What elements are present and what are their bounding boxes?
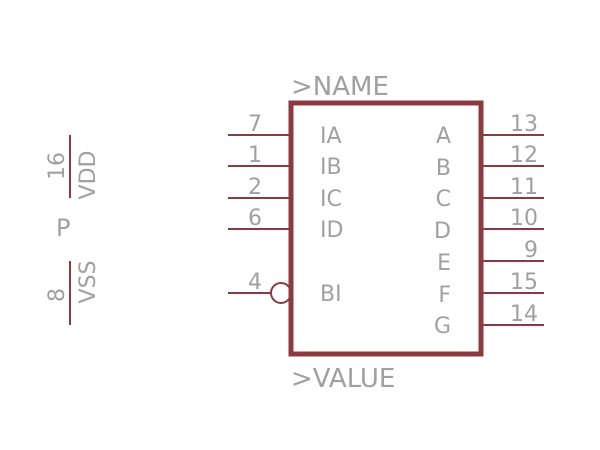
vdd-pin-label: VDD — [76, 151, 101, 200]
input-pin-label: IB — [320, 155, 342, 180]
output-pin-g: 14 G — [434, 302, 544, 339]
input-pin-number: 4 — [248, 270, 262, 295]
output-pin-number: 10 — [510, 206, 538, 231]
input-pin-number: 7 — [248, 112, 262, 137]
output-pin-label: F — [438, 283, 451, 308]
input-pin-bi: 4 BI — [228, 270, 342, 307]
input-pin-label: IA — [320, 124, 342, 149]
output-pin-number: 14 — [510, 302, 538, 327]
output-pin-number: 12 — [510, 143, 538, 168]
input-pin-number: 1 — [248, 143, 262, 168]
input-pin-id: 6 ID — [228, 206, 343, 243]
symbol-name-label: >NAME — [291, 72, 389, 102]
input-pins: 7 IA 1 IB 2 IC 6 ID 4 BI — [228, 112, 343, 307]
output-pin-label: E — [437, 251, 451, 276]
input-pin-ib: 1 IB — [228, 143, 342, 180]
input-pin-number: 6 — [248, 206, 262, 231]
output-pin-e: 9E — [437, 238, 544, 276]
output-pin-d: 10D — [434, 206, 544, 244]
vdd-pin-number: 16 — [45, 152, 70, 180]
output-pin-number: 11 — [510, 175, 538, 200]
output-pin-label: G — [434, 314, 451, 339]
output-pin-number: 9 — [524, 238, 538, 263]
output-pin-label: D — [434, 219, 451, 244]
power-part-label: P — [56, 214, 70, 242]
output-pin-f: 15F — [438, 270, 544, 308]
input-pin-label: BI — [320, 282, 342, 307]
vss-pin-label: VSS — [76, 261, 101, 304]
output-pin-label: A — [436, 124, 451, 149]
output-pin-label: C — [436, 187, 451, 212]
output-pin-c: 11 C — [436, 175, 544, 212]
output-pin-number: 13 — [510, 112, 538, 137]
input-pin-label: ID — [320, 218, 343, 243]
vss-pin-number: 8 — [45, 288, 70, 302]
input-pin-label: IC — [320, 187, 342, 212]
symbol-value-label: >VALUE — [291, 364, 395, 394]
input-pin-number: 2 — [248, 175, 262, 200]
output-pin-number: 15 — [510, 270, 538, 295]
input-pin-ic: 2 IC — [228, 175, 342, 212]
input-pin-ia: 7 IA — [228, 112, 342, 149]
power-pins: 16 VDD P 8 VSS — [45, 135, 101, 325]
inversion-bubble — [270, 282, 292, 304]
output-pin-b: 12B — [436, 143, 544, 181]
output-pin-a: 13 A — [436, 112, 544, 149]
output-pin-label: B — [436, 156, 451, 181]
